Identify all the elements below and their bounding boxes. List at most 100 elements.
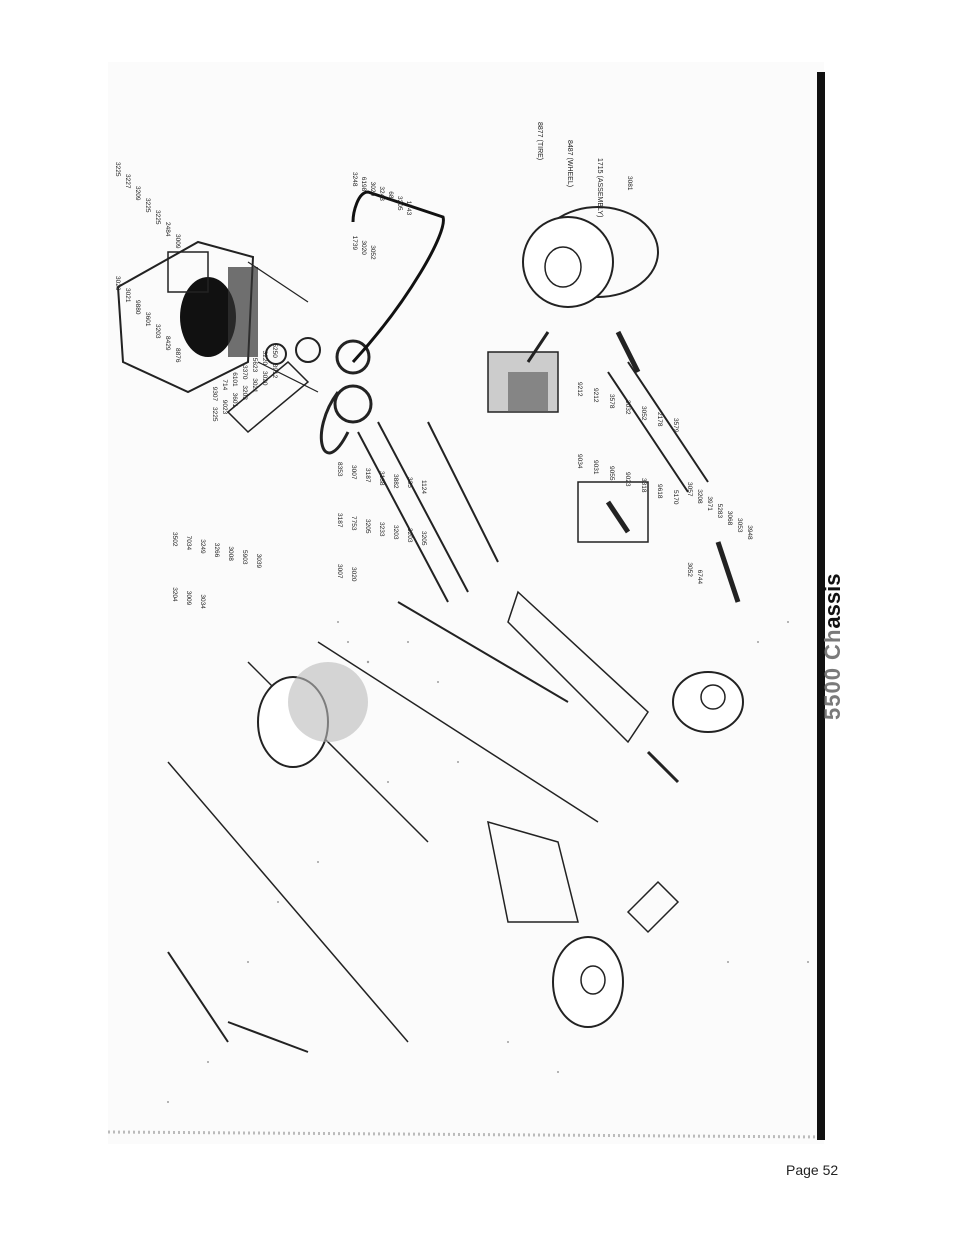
front-wheel-right [672, 671, 744, 733]
part-number-label: 2484 [164, 222, 171, 237]
transaxle [487, 331, 559, 413]
part-number-label: 3187 [364, 468, 371, 483]
page-number: Page 52 [786, 1162, 839, 1178]
drive-belt [351, 190, 445, 364]
part-number-label: 3601 [144, 312, 151, 327]
part-number-label: 3081 [626, 176, 633, 191]
part-number-label: 3068 [726, 511, 733, 526]
part-number-label: 3203 [241, 385, 248, 400]
part-number-label: 8429 [164, 336, 171, 351]
part-number-label: 3249 [199, 539, 206, 554]
part-number-label: 8353 [336, 462, 343, 477]
part-number-label: 3971 [706, 496, 713, 511]
main-frame [167, 421, 649, 1043]
part-number-label: 3032 [624, 400, 631, 415]
part-number-label: 3204 [171, 587, 178, 602]
center-tire [257, 662, 368, 768]
part-number-label: 5903 [241, 550, 248, 565]
part-number-label: 1743 [405, 201, 412, 216]
part-number-label: 3203 [154, 324, 161, 339]
part-number-label: 3227 [124, 174, 131, 189]
front-wheel-left [552, 936, 624, 1028]
part-number-label: 3039 [255, 554, 262, 569]
section-title-faded: 5500 Ch [820, 628, 845, 720]
part-number-label: 6101 [231, 372, 238, 387]
part-number-label: 3052 [686, 562, 693, 577]
part-number-label: 3318 [640, 478, 647, 493]
part-number-label: 3203 [406, 528, 413, 543]
part-number-label: 2178 [656, 412, 663, 427]
part-number-label: 3225 [114, 162, 121, 177]
part-number-label: 3020 [369, 182, 376, 197]
part-number-label: 9055 [608, 466, 615, 481]
part-number-label: 3248 [351, 172, 358, 187]
part-number-label: 9034 [576, 454, 583, 469]
part-number-label: 3948 [746, 525, 753, 540]
part-number-label: 3052 [640, 406, 647, 421]
part-number-label: 8876 [174, 348, 181, 363]
part-number-label: 9307 [211, 387, 218, 402]
part-number-label: 687 [387, 191, 394, 202]
part-number-label: 3008 [227, 546, 234, 561]
part-number-label: 1715 (ASSEMBLY) [596, 158, 603, 217]
part-number-label: 3020 [114, 276, 121, 291]
chassis-exploded-view: 3225322732093225322524843009302030219880… [108, 62, 824, 1144]
part-number-label: 8877 (TIRE) [536, 122, 543, 160]
part-number-label: 3266 [213, 543, 220, 558]
part-number-label: 3020 [261, 371, 268, 386]
part-number-label: 3225 [211, 407, 218, 422]
part-number-label: 5250 [271, 343, 278, 358]
part-number-label: 3053 [736, 518, 743, 533]
part-number-label: 3021 [124, 288, 131, 303]
part-number-label: 3225 [144, 198, 151, 213]
part-number-label: 3912 [271, 364, 278, 379]
part-number-label: 3205 [420, 531, 427, 546]
rear-tire [522, 206, 659, 308]
part-number-label: 3203 [392, 525, 399, 540]
section-title-bold: assis [820, 573, 845, 629]
steering-linkage [167, 750, 680, 1053]
part-number-label: 714 [221, 379, 228, 390]
part-number-label: 3205 [364, 519, 371, 534]
part-number-label: 3188 [378, 471, 385, 486]
part-number-label: 3579 [672, 418, 679, 433]
axle-rods [577, 330, 741, 603]
part-number-label: 3370 [241, 365, 248, 380]
part-number-label: 335 [406, 477, 413, 488]
part-number-label: 3208 [696, 489, 703, 504]
part-number-label: 5623 [251, 358, 258, 373]
part-number-label: 3007 [336, 564, 343, 579]
part-number-label: 3057 [686, 482, 693, 497]
part-number-label: 6198 [360, 177, 367, 192]
part-number-label: 3502 [171, 532, 178, 547]
part-number-label: 3220 [261, 351, 268, 366]
part-number-label: 9212 [576, 382, 583, 397]
part-number-label: 1739 [351, 236, 358, 251]
part-number-label: 3020 [360, 240, 367, 255]
part-number-label: 5283 [716, 504, 723, 519]
part-number-label: 3601 [231, 393, 238, 408]
part-number-label: 7753 [350, 516, 357, 531]
section-side-bar [817, 72, 825, 1140]
part-number-label: 3882 [392, 474, 399, 489]
part-number-label: 3225 [154, 210, 161, 225]
part-number-label: 9023 [221, 400, 228, 415]
mounting-plate [226, 337, 373, 455]
part-number-label: 1124 [420, 480, 427, 494]
part-number-label: 9212 [592, 388, 599, 403]
part-number-label: 3187 [336, 513, 343, 528]
scan-noise [167, 621, 809, 1103]
part-number-label: 3209 [134, 186, 141, 201]
part-number-label: 3007 [350, 465, 357, 480]
part-number-label: 3020 [350, 567, 357, 582]
frame-group-labels: 8353 3007 3187 3188 3882 335 1124 3187 7753 3205 3… [336, 462, 427, 582]
part-number-label: 3009 [185, 591, 192, 606]
part-number-label: 3578 [608, 394, 615, 409]
part-number-label: 6744 [696, 570, 703, 585]
